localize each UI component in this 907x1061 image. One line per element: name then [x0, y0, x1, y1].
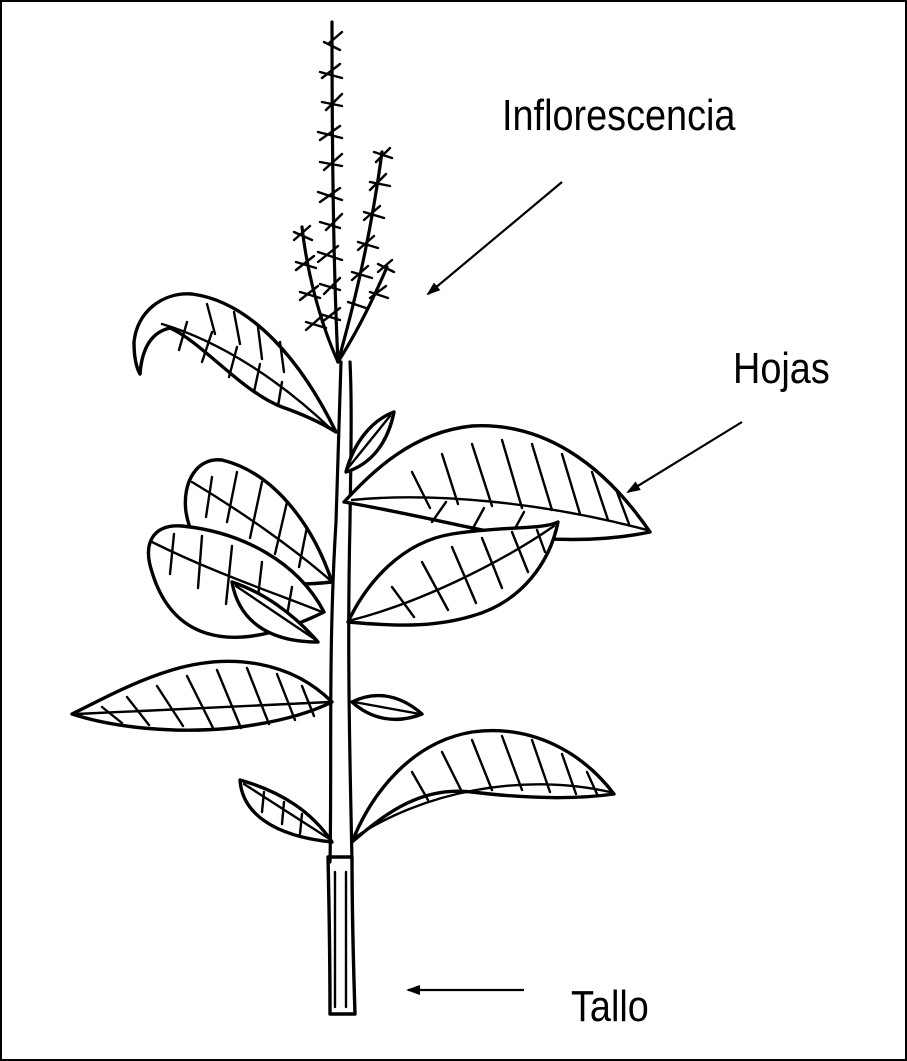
leaf-left-long: [72, 661, 332, 730]
leaf-right-small: [352, 696, 422, 720]
inflorescence: [294, 22, 394, 362]
leaves-arrow: [628, 422, 742, 492]
leaf-right-lower: [352, 731, 614, 842]
leaves-label: Hojas: [733, 347, 830, 391]
leaf-top-left: [134, 294, 336, 432]
leaf-right-middle: [348, 522, 558, 625]
leaf-left-lower: [240, 780, 332, 842]
stem-label: Tallo: [571, 985, 649, 1029]
inflorescence-label: Inflorescencia: [502, 94, 735, 138]
inflorescence-arrow: [428, 182, 562, 294]
leaf-right-large: [344, 426, 650, 540]
